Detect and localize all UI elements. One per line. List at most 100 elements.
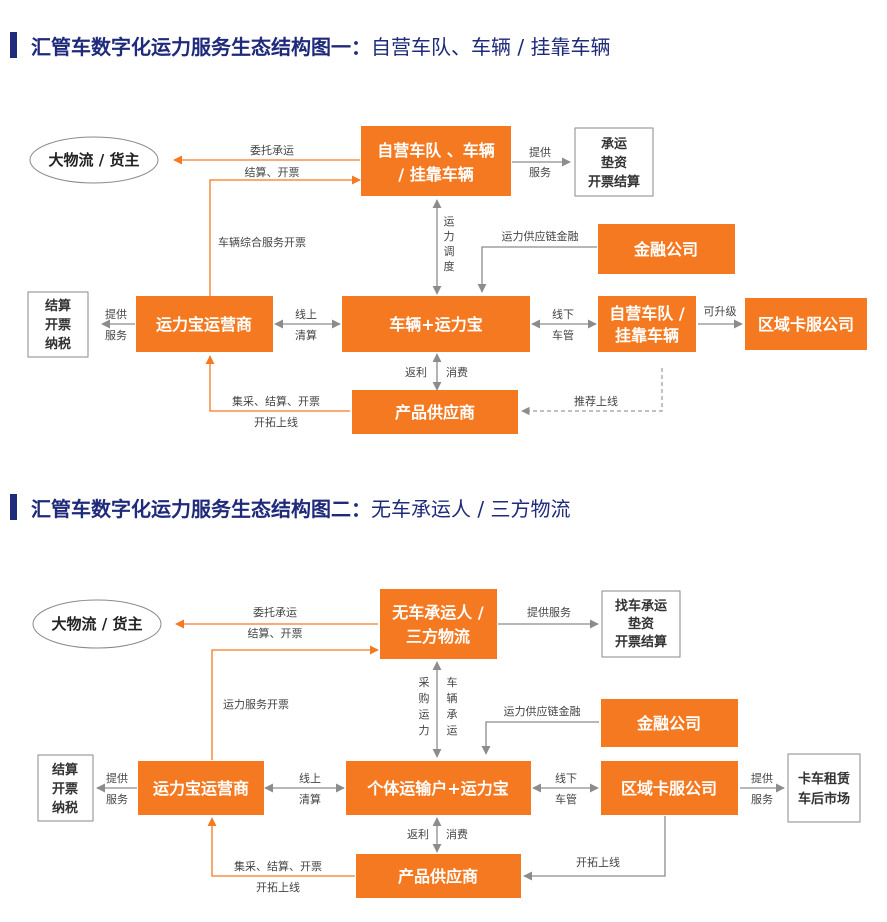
finance-arrow <box>477 246 597 293</box>
settle-invoice-text: 结算、开票 <box>248 626 303 640</box>
vehicle-col-2: 辆 <box>447 691 458 705</box>
finance-node <box>598 224 735 274</box>
expand2-arrow <box>523 816 666 881</box>
upgrade-text: 可升级 <box>704 305 737 318</box>
shipper-node <box>29 136 159 184</box>
nvocc-label-2: 三方物流 <box>406 627 470 646</box>
procure-text: 集采、结算、开票 <box>232 394 320 408</box>
shipper-label: 大物流 / 货主 <box>49 151 140 169</box>
vehicle-node <box>342 296 530 352</box>
provide-service2-text-1: 提供 <box>106 771 128 785</box>
settle-node <box>37 754 94 822</box>
diagram2: 大物流 / 货主 无车承运人 / 三方物流 找车承运 垫资 开票结算 金融公司 … <box>32 589 861 898</box>
settle-label-3: 纳税 <box>45 336 71 352</box>
diagram2-title-light: 无车承运人 / 三方物流 <box>371 496 571 521</box>
clearing-text: 清算 <box>299 792 321 806</box>
consume-text: 消费 <box>446 827 468 841</box>
vehicle-label: 车辆+运力宝 <box>389 315 482 334</box>
finance-text: 运力供应链金融 <box>504 704 581 718</box>
self-fleet-label-2: 挂靠车辆 <box>615 326 679 345</box>
individual-node <box>346 761 531 815</box>
regional-node <box>601 761 738 815</box>
services-node <box>574 127 654 197</box>
nvocc-node <box>380 589 497 659</box>
provide-service-text-2: 服务 <box>529 166 551 179</box>
operator-label: 运力宝运营商 <box>156 315 252 334</box>
settle-label-1: 结算 <box>52 762 78 778</box>
settle-invoice-text: 结算、开票 <box>245 165 300 179</box>
settle-label-3: 纳税 <box>52 800 78 816</box>
leasing-node <box>787 753 861 823</box>
dispatch-text-2: 力 <box>444 230 455 243</box>
operator-node <box>138 761 264 815</box>
services-label-1: 找车承运 <box>615 598 667 614</box>
operator-label: 运力宝运营商 <box>153 779 249 798</box>
expand2-text: 开拓上线 <box>576 855 620 869</box>
settle-arrow <box>211 645 379 760</box>
manage-text: 车管 <box>552 328 574 342</box>
finance-arrow <box>481 721 599 755</box>
settle-label-1: 结算 <box>45 298 71 314</box>
offline-text: 线下 <box>552 307 574 321</box>
shipper-label: 大物流 / 货主 <box>52 615 143 633</box>
leasing-label-2: 车后市场 <box>798 791 850 807</box>
entrust-text: 委托承运 <box>253 605 297 619</box>
fleet-label-1: 自营车队 、车辆 <box>377 141 495 160</box>
operator-node <box>136 296 273 352</box>
supplier-label: 产品供应商 <box>395 403 475 422</box>
settle-label-2: 开票 <box>52 781 78 797</box>
individual-label: 个体运输户+运力宝 <box>366 779 508 798</box>
regional-label: 区域卡服公司 <box>758 315 854 334</box>
consume-text: 消费 <box>446 365 468 379</box>
fleet-node <box>361 126 511 196</box>
recommend-text: 推荐上线 <box>574 394 618 408</box>
vehicle-col-3: 承 <box>447 708 458 721</box>
title-bar <box>10 32 17 58</box>
provide-service3-text-2: 服务 <box>751 793 773 806</box>
self-fleet-label-1: 自营车队 / <box>609 304 685 323</box>
offline-text: 线下 <box>555 771 577 785</box>
provide-service3-text-1: 提供 <box>751 771 773 785</box>
regional-node <box>745 298 867 350</box>
diagram1-title: 汇管车数字化运力服务生态结构图一： 自营车队、车辆 / 挂靠车辆 <box>10 32 611 59</box>
capacity-invoice-text: 运力服务开票 <box>223 698 289 711</box>
rebate-text: 返利 <box>405 366 427 379</box>
recommend-arrow <box>521 368 663 416</box>
services-label-3: 开票结算 <box>615 634 667 650</box>
provide-service-text: 提供服务 <box>527 605 571 619</box>
diagram1-title-bold: 汇管车数字化运力服务生态结构图一： <box>31 34 371 59</box>
supplier-label: 产品供应商 <box>398 867 478 886</box>
diagram1-title-light: 自营车队、车辆 / 挂靠车辆 <box>371 34 611 59</box>
finance-label: 金融公司 <box>636 714 701 733</box>
procure-col-2: 购 <box>419 691 430 705</box>
diagram2-title-bold: 汇管车数字化运力服务生态结构图二： <box>31 496 371 521</box>
online-text: 线上 <box>299 771 321 785</box>
provide-service2-text-2: 服务 <box>106 793 128 806</box>
shipper-node <box>32 599 162 649</box>
diagram1: 大物流 / 货主 自营车队 、车辆 / 挂靠车辆 承运 垫资 开票结算 金融公司… <box>27 126 867 434</box>
services-label-1: 承运 <box>601 137 627 152</box>
finance-node <box>601 699 738 747</box>
provide-service2-text-1: 提供 <box>105 307 127 321</box>
regional-label: 区域卡服公司 <box>621 779 717 798</box>
vehicle-col-1: 车 <box>447 675 458 689</box>
online-text: 线上 <box>295 307 317 321</box>
procure-col-1: 采 <box>419 676 430 689</box>
dispatch-text-4: 度 <box>444 259 455 273</box>
manage-text: 车管 <box>555 792 577 806</box>
provide-service2-text-2: 服务 <box>105 329 127 342</box>
title-bar <box>10 494 17 520</box>
settle-arrow <box>209 175 361 296</box>
procure-text: 集采、结算、开票 <box>234 859 322 873</box>
provide-service-text-1: 提供 <box>529 145 551 159</box>
nvocc-label-1: 无车承运人 / <box>391 603 484 622</box>
diagram2-title: 汇管车数字化运力服务生态结构图二： 无车承运人 / 三方物流 <box>10 494 571 521</box>
procure-arrow <box>205 355 350 412</box>
procure-col-4: 力 <box>419 724 430 737</box>
services-label-3: 开票结算 <box>588 174 640 190</box>
services-node <box>601 590 681 658</box>
vehicle-col-4: 运 <box>447 724 458 737</box>
procure-arrow <box>207 817 355 877</box>
entrust-text: 委托承运 <box>250 143 294 157</box>
dispatch-text-3: 调 <box>444 245 455 258</box>
